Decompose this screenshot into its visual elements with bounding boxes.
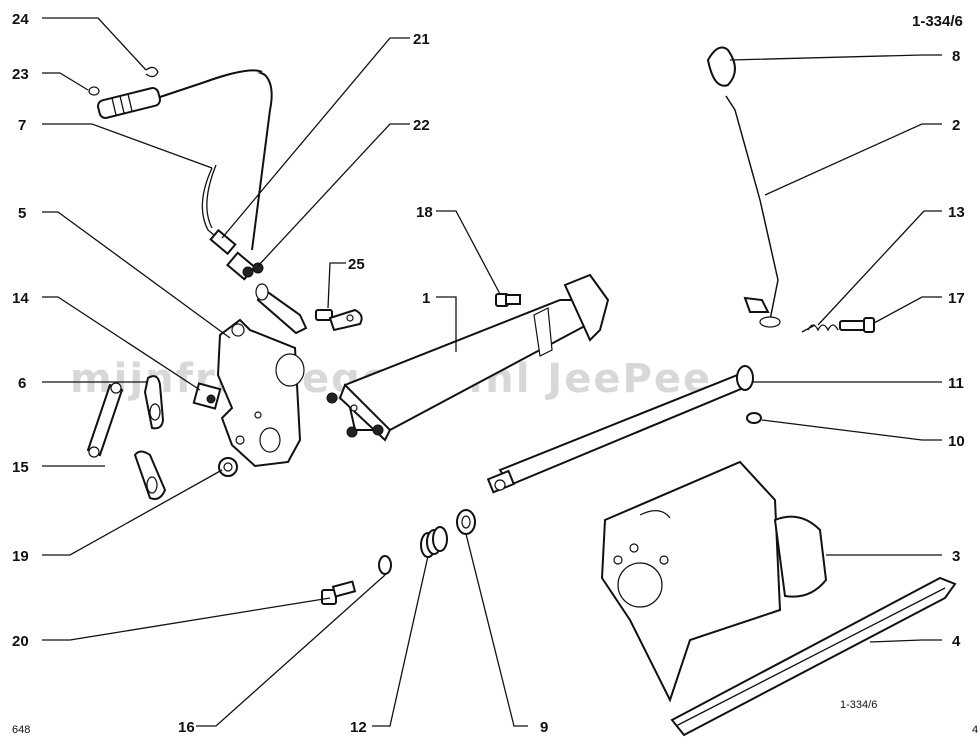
- callout-17: 17: [948, 290, 965, 307]
- callout-21: 21: [413, 31, 430, 48]
- part-19-nut: [218, 457, 238, 477]
- callout-12: 12: [350, 719, 367, 736]
- part-1-tube: [326, 273, 610, 442]
- part-25-bolt-and-link: [315, 308, 363, 332]
- callout-16: 16: [178, 719, 195, 736]
- part-16-ring: [378, 555, 392, 575]
- callout-11: 11: [948, 375, 964, 392]
- callout-23: 23: [12, 66, 29, 83]
- part-2-gear-lever: [706, 46, 781, 328]
- page-number-left: 648: [12, 724, 30, 736]
- part-21-22-cable-fittings: [209, 228, 308, 335]
- callout-20: 20: [12, 633, 29, 650]
- part-12-spring: [420, 526, 448, 558]
- callout-5: 5: [18, 205, 26, 222]
- part-14-block: [192, 382, 222, 410]
- callout-7: 7: [18, 117, 26, 134]
- callout-2: 2: [952, 117, 960, 134]
- part-9-washer: [456, 509, 476, 535]
- part-18-bolt: [495, 293, 521, 307]
- sheet-reference-small: 1-334/6: [840, 699, 877, 711]
- callout-3: 3: [952, 548, 960, 565]
- callout-19: 19: [12, 548, 29, 565]
- part-10-ring: [746, 412, 762, 424]
- leader-lines: [42, 17, 942, 727]
- callout-4: 4: [952, 633, 961, 650]
- callout-14: 14: [12, 290, 29, 307]
- part-11-shift-rod: [486, 365, 754, 494]
- callout-18: 18: [416, 204, 433, 221]
- callout-22: 22: [413, 117, 430, 134]
- part-17-screw: [839, 317, 875, 333]
- callout-6: 6: [18, 375, 26, 392]
- callout-10: 10: [948, 433, 965, 450]
- callout-15: 15: [12, 459, 29, 476]
- part-24-clip: [145, 66, 159, 78]
- callout-13: 13: [948, 204, 965, 221]
- callout-1: 1: [422, 290, 430, 307]
- part-23-ring: [88, 86, 100, 96]
- part-7-cable: [97, 69, 273, 251]
- page-number-right: 4: [972, 724, 978, 736]
- part-20-bolt: [321, 580, 357, 605]
- part-3-housing: [600, 460, 828, 703]
- callout-8: 8: [952, 48, 960, 65]
- part-5-bracket: [216, 318, 305, 468]
- callout-25: 25: [348, 256, 365, 273]
- part-4-strip: [670, 576, 957, 737]
- part-13-spring: [801, 324, 839, 333]
- callout-9: 9: [540, 719, 548, 736]
- part-15-rod: [86, 382, 124, 458]
- callout-labels: 24 23 7 5 14 6 15 19 20 16 12 9 21 22 25…: [12, 11, 965, 736]
- part-6-links: [133, 375, 167, 500]
- callout-24: 24: [12, 11, 29, 28]
- sheet-reference: 1-334/6: [912, 13, 963, 30]
